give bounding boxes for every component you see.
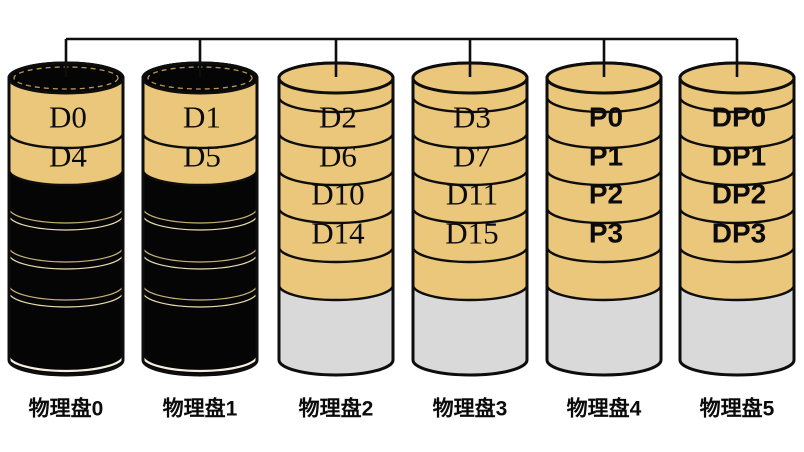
band-separator-arc bbox=[7, 169, 125, 187]
block-label-D14: D14 bbox=[311, 216, 365, 251]
faint-separator-arc bbox=[142, 207, 258, 224]
block-label-D10: D10 bbox=[311, 177, 364, 212]
band-separator-arc bbox=[277, 246, 395, 264]
band-separator-arc bbox=[411, 96, 529, 114]
bottom-rim-arc bbox=[7, 355, 125, 373]
faint-separator-arc bbox=[142, 214, 258, 231]
band-separator-arc bbox=[545, 96, 663, 114]
band-separator-arc bbox=[411, 284, 529, 302]
block-label-D2: D2 bbox=[319, 100, 357, 135]
block-label-D5: D5 bbox=[183, 139, 221, 174]
disk-live-band bbox=[143, 78, 257, 185]
band-separator-arc bbox=[277, 169, 395, 187]
band-separator-arc bbox=[678, 96, 796, 114]
block-label-DP3: DP3 bbox=[712, 218, 766, 249]
band-separator-arc bbox=[411, 207, 529, 225]
faint-separator-arc bbox=[8, 284, 124, 301]
band-separator-arc bbox=[545, 284, 663, 302]
bottom-rim-arc bbox=[141, 355, 259, 373]
block-label-DP2: DP2 bbox=[712, 179, 766, 210]
block-label-DP1: DP1 bbox=[712, 141, 766, 172]
faint-separator-arc bbox=[142, 284, 258, 301]
faint-separator-arc bbox=[8, 291, 124, 308]
block-label-P3: P3 bbox=[589, 218, 623, 249]
band-separator-arc bbox=[678, 132, 796, 150]
band-separator-arc bbox=[277, 284, 395, 302]
faint-separator-arc bbox=[8, 246, 124, 263]
block-label-D11: D11 bbox=[446, 177, 498, 212]
disk-name-label: 物理盘2 bbox=[299, 397, 374, 421]
band-separator-arc bbox=[678, 246, 796, 264]
disk-name-label: 物理盘3 bbox=[433, 397, 508, 421]
disk-live-band bbox=[9, 78, 123, 185]
band-separator-arc bbox=[545, 246, 663, 264]
block-label-D6: D6 bbox=[319, 139, 357, 174]
band-separator-arc bbox=[411, 169, 529, 187]
faint-separator-arc bbox=[142, 246, 258, 263]
band-separator-arc bbox=[678, 207, 796, 225]
faint-separator-arc bbox=[8, 253, 124, 270]
band-separator-arc bbox=[411, 132, 529, 150]
disk-name-label: 物理盘5 bbox=[700, 397, 775, 421]
disk-free-space bbox=[547, 285, 661, 375]
disk-name-label: 物理盘0 bbox=[29, 397, 104, 421]
band-separator-arc bbox=[411, 246, 529, 264]
block-label-D0: D0 bbox=[49, 100, 87, 135]
band-separator-arc bbox=[545, 207, 663, 225]
disk-free-space bbox=[680, 285, 794, 375]
band-separator-arc bbox=[141, 132, 259, 150]
band-separator-arc bbox=[277, 132, 395, 150]
band-separator-arc bbox=[141, 169, 259, 187]
faint-separator-arc bbox=[8, 214, 124, 231]
band-separator-arc bbox=[545, 132, 663, 150]
disk-name-label: 物理盘1 bbox=[163, 397, 238, 421]
faint-separator-arc bbox=[8, 207, 124, 224]
band-separator-arc bbox=[545, 169, 663, 187]
block-label-D3: D3 bbox=[453, 100, 491, 135]
faint-separator-arc bbox=[142, 291, 258, 308]
band-separator-arc bbox=[277, 96, 395, 114]
band-separator-arc bbox=[7, 132, 125, 150]
block-label-D15: D15 bbox=[445, 216, 498, 251]
block-label-D4: D4 bbox=[49, 139, 87, 174]
block-label-P2: P2 bbox=[589, 179, 623, 210]
block-label-D7: D7 bbox=[453, 139, 491, 174]
faint-separator-arc bbox=[142, 253, 258, 270]
block-label-D1: D1 bbox=[183, 100, 221, 135]
disk-name-label: 物理盘4 bbox=[567, 397, 642, 421]
block-label-DP0: DP0 bbox=[712, 102, 766, 133]
band-separator-arc bbox=[678, 284, 796, 302]
disk-free-space bbox=[279, 285, 393, 375]
block-label-P1: P1 bbox=[589, 141, 623, 172]
disk-free-space bbox=[413, 285, 527, 375]
band-separator-arc bbox=[678, 169, 796, 187]
block-label-P0: P0 bbox=[589, 102, 623, 133]
disk-controller-bus bbox=[64, 37, 739, 77]
band-separator-arc bbox=[277, 207, 395, 225]
